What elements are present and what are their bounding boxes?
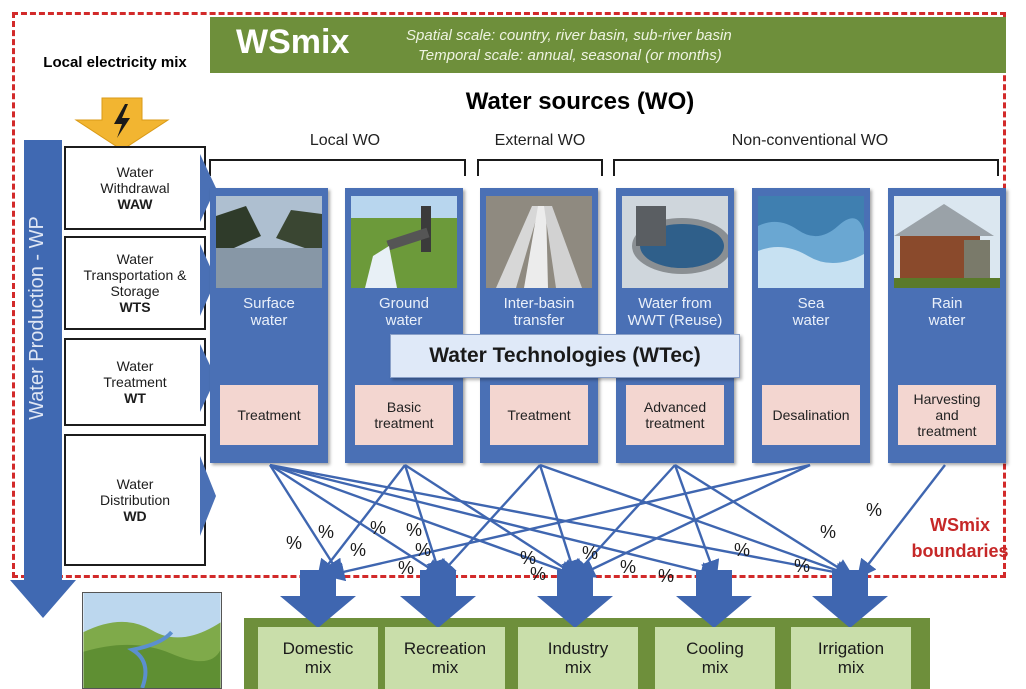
percent-label: % — [620, 557, 637, 577]
sea-water-label: Sea water — [792, 295, 830, 329]
boundaries-line2: boundaries — [911, 541, 1009, 561]
percent-label: % — [658, 566, 675, 586]
source-inter-basin: Inter-basin transfer Treatment — [480, 188, 598, 463]
bracket-nonconventional — [613, 159, 999, 176]
electricity-label-text: Local electricity mix — [43, 54, 187, 71]
source-wwt-reuse: Water from WWT (Reuse) Advanced treatmen… — [616, 188, 734, 463]
bracket-external — [477, 159, 603, 176]
water-production-arrow — [10, 140, 76, 618]
mix-industry: Industry mix — [518, 627, 638, 689]
rain-water-photo — [894, 196, 1000, 288]
stage-arrowheads — [200, 154, 216, 536]
percent-label: % — [582, 543, 599, 563]
group-nonconventional-label: Non-conventional WO — [731, 132, 889, 149]
stage-distribution-code: WD — [123, 508, 147, 524]
percent-label: % — [794, 556, 811, 576]
spatial-scale-text: Spatial scale: country, river basin, sub… — [406, 27, 732, 44]
group-brackets — [209, 159, 999, 176]
stage-distribution-name: Water Distribution — [99, 476, 171, 508]
ground-water-tech: Basic treatment — [355, 385, 453, 445]
stage-treatment-code: WT — [124, 390, 146, 406]
ground-water-label: Ground water — [378, 295, 430, 329]
surface-water-tech: Treatment — [220, 385, 318, 445]
inter-basin-photo — [486, 196, 592, 288]
rain-water-label: Rain water — [928, 295, 966, 329]
electricity-label: Local electricity mix — [40, 54, 190, 72]
boundaries-line1: WSmix — [929, 515, 990, 535]
group-external-label: External WO — [494, 132, 586, 149]
stage-transport-storage: Water Transportation & Storage WTS — [64, 236, 206, 330]
source-sea-water: Sea water Desalination — [752, 188, 870, 463]
mix-arrows — [280, 570, 888, 628]
bracket-local — [209, 159, 466, 176]
sea-water-tech: Desalination — [762, 385, 860, 445]
mix-cooling: Cooling mix — [655, 627, 775, 689]
mix-irrigation: Irrigation mix — [791, 627, 911, 689]
percent-label: % — [734, 540, 751, 560]
source-rain-water: Rain water Harvesting and treatment — [888, 188, 1006, 463]
lightning-icon — [114, 104, 130, 138]
percent-label: % — [370, 518, 387, 538]
percent-label: % — [820, 522, 837, 542]
surface-water-label: Surface water — [243, 295, 295, 329]
mix-domestic: Domestic mix — [258, 627, 378, 689]
wwt-photo — [622, 196, 728, 288]
sea-water-photo — [758, 196, 864, 288]
stage-distribution: Water Distribution WD — [64, 434, 206, 566]
percent-label: % — [520, 548, 537, 568]
wwt-label: Water from WWT (Reuse) — [627, 295, 723, 329]
group-local-label: Local WO — [309, 132, 381, 149]
inter-basin-tech: Treatment — [490, 385, 588, 445]
source-surface-water: Surface water Treatment — [210, 188, 328, 463]
inter-basin-label: Inter-basin transfer — [503, 295, 575, 329]
water-sources-title: Water sources (WO) — [465, 88, 695, 115]
source-ground-water: Ground water Basic treatment — [345, 188, 463, 463]
stage-treatment-name: Water Treatment — [103, 358, 167, 390]
landscape-image — [82, 592, 222, 689]
percent-label: % — [318, 522, 335, 542]
banner-title: WSmix — [236, 23, 350, 61]
mix-recreation: Recreation mix — [385, 627, 505, 689]
percent-label: % — [398, 558, 415, 578]
wsmix-boundaries-label: WSmix boundaries — [900, 512, 1020, 564]
percent-label: % — [866, 500, 883, 520]
temporal-scale-text: Temporal scale: annual, seasonal (or mon… — [418, 47, 722, 64]
percent-label: % — [286, 533, 303, 553]
stage-transport-code: WTS — [119, 299, 151, 315]
water-technologies-label: Water Technologies (WTec) — [390, 334, 740, 378]
ground-water-photo — [351, 196, 457, 288]
surface-water-photo — [216, 196, 322, 288]
stage-withdrawal-name: Water Withdrawal — [100, 164, 170, 196]
percent-label: % — [415, 540, 432, 560]
stage-withdrawal-code: WAW — [117, 196, 153, 212]
wwt-tech: Advanced treatment — [626, 385, 724, 445]
electricity-arrow — [74, 97, 170, 151]
banner-scale: Spatial scale: country, river basin, sub… — [406, 26, 732, 66]
wsmix-banner: WSmix Spatial scale: country, river basi… — [210, 17, 1006, 73]
percent-label: % — [406, 520, 423, 540]
rain-water-tech: Harvesting and treatment — [898, 385, 996, 445]
percent-label: % — [350, 540, 367, 560]
stage-transport-name: Water Transportation & Storage — [83, 251, 187, 299]
percent-label: % — [530, 564, 547, 584]
